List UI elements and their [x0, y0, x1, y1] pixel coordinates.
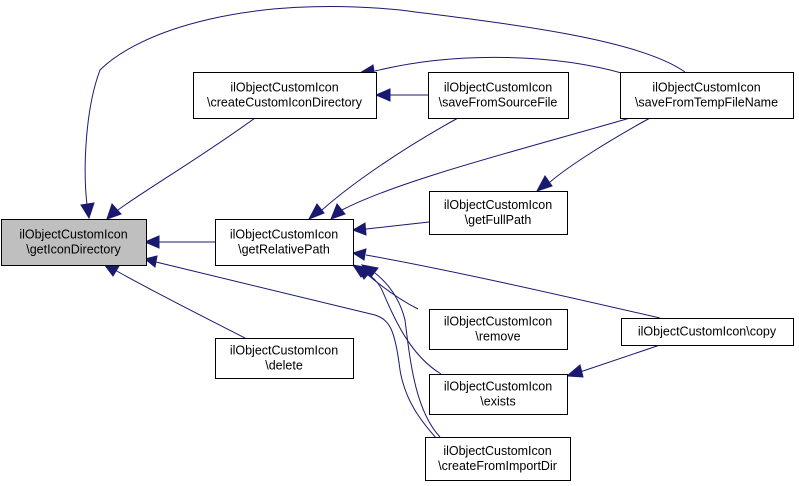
- node-delete[interactable]: ilObjectCustomIcon\delete: [215, 338, 354, 379]
- node-method-label: \delete: [265, 359, 303, 373]
- node-remove[interactable]: ilObjectCustomIcon\remove: [429, 309, 568, 350]
- edge-line: [84, 5, 686, 206]
- edge-line: [374, 272, 441, 438]
- arrowhead-icon: [80, 202, 95, 220]
- arrowhead-icon: [351, 248, 367, 261]
- node-method-label: \saveFromTempFileName: [635, 96, 778, 110]
- edge-saveFromSourceFile-to-createCustomIconDirectory: [374, 88, 428, 102]
- edge-line: [117, 117, 256, 211]
- node-box[interactable]: [621, 318, 794, 346]
- node-method-label: \remove: [475, 330, 520, 344]
- node-method-label: \getFullPath: [465, 213, 532, 227]
- node-exists[interactable]: ilObjectCustomIcon\exists: [429, 374, 568, 415]
- edge-line: [365, 254, 661, 319]
- edge-saveFromTempFileName-to-getFullPath: [535, 117, 651, 192]
- node-box[interactable]: [428, 72, 569, 119]
- nodes-layer: ilObjectCustomIcon\getIconDirectoryilObj…: [1, 72, 794, 481]
- arrowhead-icon: [330, 203, 346, 220]
- node-class-label: ilObjectCustomIcon: [652, 81, 760, 95]
- node-class-label: ilObjectCustomIcon: [444, 198, 552, 212]
- edge-line: [341, 117, 631, 211]
- edge-line: [321, 117, 459, 211]
- arrowhead-icon: [106, 203, 122, 220]
- node-class-label: ilObjectCustomIcon: [230, 344, 338, 358]
- edge-saveFromTempFileName-to-getIconDirectory: [80, 5, 686, 220]
- arrowhead-icon: [535, 175, 553, 192]
- node-method-label: \createFromImportDir: [438, 459, 557, 473]
- node-box[interactable]: [1, 219, 147, 266]
- arrowhead-icon: [143, 255, 158, 268]
- edge-line: [155, 261, 438, 440]
- edges-layer: [80, 5, 686, 440]
- edge-createFromImportDir-to-getIconDirectory: [143, 255, 438, 440]
- node-class-label: ilObjectCustomIcon: [230, 228, 338, 242]
- edge-line: [114, 269, 246, 339]
- node-copy[interactable]: ilObjectCustomIcon\copy: [621, 318, 794, 346]
- arrowhead-icon: [360, 264, 379, 278]
- node-getIconDirectory[interactable]: ilObjectCustomIcon\getIconDirectory: [1, 219, 147, 266]
- node-class-label: ilObjectCustomIcon: [230, 81, 338, 95]
- edge-line: [364, 271, 442, 375]
- node-getRelativePath[interactable]: ilObjectCustomIcon\getRelativePath: [215, 219, 354, 266]
- edge-createCustomIconDirectory-to-getIconDirectory: [106, 117, 256, 220]
- node-box[interactable]: [193, 72, 377, 119]
- node-class-label: ilObjectCustomIcon: [19, 228, 127, 242]
- edge-line: [365, 221, 430, 230]
- node-createCustomIconDirectory[interactable]: ilObjectCustomIcon\createCustomIconDirec…: [193, 72, 377, 119]
- node-saveFromTempFileName[interactable]: ilObjectCustomIcon\saveFromTempFileName: [620, 72, 794, 119]
- node-method-label: \getIconDirectory: [26, 243, 121, 257]
- node-box[interactable]: [215, 338, 354, 379]
- arrowhead-icon: [351, 222, 367, 236]
- edge-line: [579, 344, 661, 373]
- edge-delete-to-getIconDirectory: [102, 263, 246, 339]
- edge-saveFromSourceFile-to-getRelativePath: [307, 117, 459, 220]
- edge-exists-to-getRelativePath: [351, 264, 442, 375]
- node-method-label: \getRelativePath: [238, 243, 330, 257]
- node-box[interactable]: [429, 309, 568, 350]
- node-class-label: ilObjectCustomIcon: [444, 81, 552, 95]
- node-method-label: ilObjectCustomIcon\copy: [638, 325, 777, 339]
- arrowhead-icon: [374, 88, 391, 102]
- arrowhead-icon: [565, 364, 584, 378]
- node-box[interactable]: [215, 219, 354, 266]
- edge-copy-to-getRelativePath: [351, 248, 661, 319]
- node-box[interactable]: [429, 191, 568, 235]
- edge-line: [549, 117, 651, 183]
- node-box[interactable]: [620, 72, 794, 119]
- node-method-label: \exists: [480, 395, 515, 409]
- arrowhead-icon: [143, 235, 160, 249]
- node-class-label: ilObjectCustomIcon: [444, 315, 552, 329]
- arrowhead-icon: [307, 203, 325, 220]
- node-class-label: ilObjectCustomIcon: [444, 380, 552, 394]
- edge-line: [367, 274, 419, 310]
- node-createFromImportDir[interactable]: ilObjectCustomIcon\createFromImportDir: [425, 437, 571, 481]
- edge-createFromImportDir-to-getRelativePath: [360, 264, 441, 438]
- edge-line: [374, 56, 626, 75]
- edge-saveFromTempFileName-to-getRelativePath: [330, 117, 631, 220]
- edge-copy-to-exists: [565, 344, 661, 378]
- node-method-label: \createCustomIconDirectory: [207, 96, 363, 110]
- node-box[interactable]: [429, 374, 568, 415]
- node-class-label: ilObjectCustomIcon: [443, 444, 551, 458]
- node-method-label: \saveFromSourceFile: [439, 96, 558, 110]
- edge-getFullPath-to-getRelativePath: [351, 221, 430, 236]
- node-saveFromSourceFile[interactable]: ilObjectCustomIcon\saveFromSourceFile: [428, 72, 569, 119]
- edge-getRelativePath-to-getIconDirectory: [143, 235, 215, 249]
- node-box[interactable]: [425, 437, 571, 481]
- node-getFullPath[interactable]: ilObjectCustomIcon\getFullPath: [429, 191, 568, 235]
